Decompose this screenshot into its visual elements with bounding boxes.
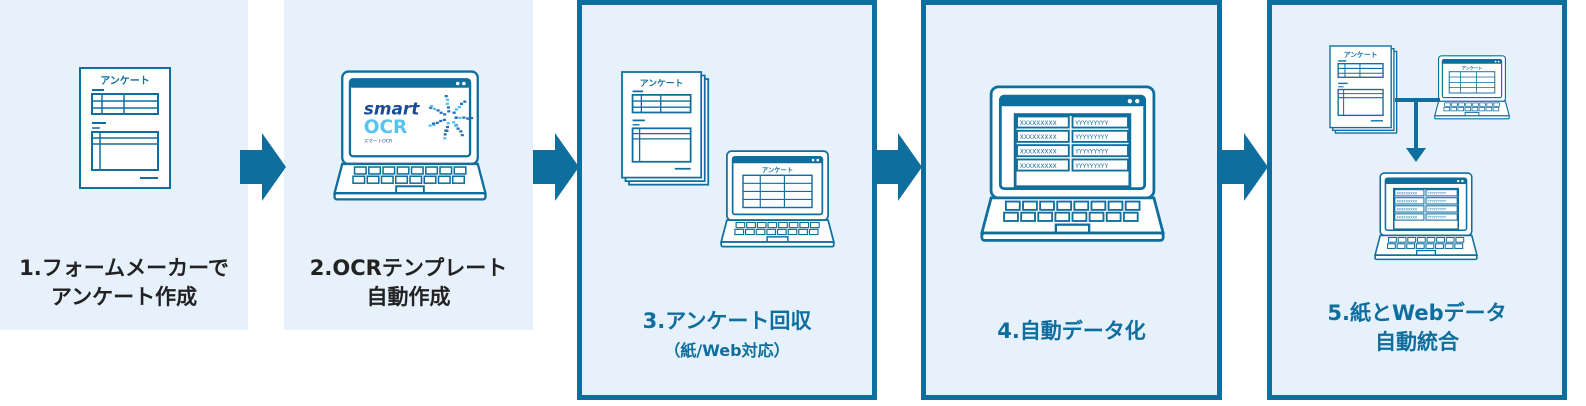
svg-text:アンケート: アンケート [640, 78, 684, 89]
svg-text:XXXXXXXXX: XXXXXXXXX [1396, 199, 1417, 203]
svg-text:XXXXXXXXX: XXXXXXXXX [1396, 207, 1417, 211]
step-5-line2: 自動統合 [1375, 330, 1459, 354]
svg-text:OCR: OCR [364, 117, 407, 138]
svg-text:アンケート: アンケート [100, 75, 150, 87]
svg-text:YYYYYYYYY: YYYYYYYYY [1428, 216, 1447, 220]
svg-text:アンケート: アンケート [1344, 51, 1378, 59]
svg-text:アンケート: アンケート [1462, 64, 1483, 70]
paper-survey-stack-icon: アンケート [1329, 45, 1398, 134]
svg-text:YYYYYYYYY: YYYYYYYYY [1428, 207, 1447, 211]
step-5-line1: 5.紙とWebデータ [1327, 301, 1507, 325]
svg-text:smart: smart [364, 99, 420, 119]
svg-text:スマートOCR: スマートOCR [364, 138, 393, 144]
svg-text:YYYYYYYYY: YYYYYYYYY [1074, 134, 1108, 141]
step-1-panel: 1.フォームメーカーで アンケート作成 [0, 0, 248, 330]
step-3-label: 3.アンケート回収 （紙/Web対応） [582, 307, 872, 365]
svg-text:アンケート: アンケート [762, 166, 793, 174]
laptop-smart-ocr-icon: smart OCR スマートOCR [333, 70, 487, 201]
step-3-line1: 3.アンケート回収 [642, 309, 812, 333]
svg-text:XXXXXXXXX: XXXXXXXXX [1396, 191, 1417, 195]
merge-arrow-icon [1395, 98, 1440, 162]
step-2-panel: 2.OCRテンプレート 自動作成 [284, 0, 533, 330]
laptop-merged-data-icon: XXXXXXXXX YYYYYYYYY XXXXXXXXX YYYYYYYYY … [1374, 172, 1478, 261]
step-5-label: 5.紙とWebデータ 自動統合 [1272, 299, 1562, 357]
step-3-line2: （紙/Web対応） [664, 341, 790, 360]
svg-text:YYYYYYYYY: YYYYYYYYY [1074, 163, 1108, 170]
step-2-line1: 2.OCRテンプレート [309, 256, 508, 280]
svg-text:XXXXXXXXX: XXXXXXXXX [1020, 148, 1057, 155]
step-2-line2: 自動作成 [366, 285, 451, 309]
svg-text:YYYYYYYYY: YYYYYYYYY [1074, 120, 1108, 127]
svg-text:XXXXXXXXX: XXXXXXXXX [1020, 134, 1057, 141]
svg-text:YYYYYYYYY: YYYYYYYYY [1428, 199, 1447, 203]
step-1-line2: アンケート作成 [50, 285, 198, 309]
flow-arrow-icon [240, 133, 286, 201]
svg-text:XXXXXXXXX: XXXXXXXXX [1396, 216, 1417, 220]
svg-text:YYYYYYYYY: YYYYYYYYY [1074, 148, 1108, 155]
flow-arrow-icon [533, 133, 579, 201]
web-survey-laptop-icon: アンケート [1434, 55, 1510, 120]
svg-text:XXXXXXXXX: XXXXXXXXX [1020, 120, 1057, 127]
svg-text:XXXXXXXXX: XXXXXXXXX [1020, 163, 1057, 170]
laptop-data-table-icon: XXXXXXXXX YYYYYYYYY XXXXXXXXX YYYYYYYYY … [980, 85, 1165, 242]
step-2-label: 2.OCRテンプレート 自動作成 [284, 254, 533, 312]
step-4-label: 4.自動データ化 [926, 317, 1217, 346]
survey-document-icon: アンケート [79, 67, 171, 189]
step-1-line1: 1.フォームメーカーで [19, 256, 229, 280]
step-5-panel: 5.紙とWebデータ 自動統合 [1267, 0, 1567, 400]
svg-text:YYYYYYYYY: YYYYYYYYY [1428, 191, 1447, 195]
step-4-line1: 4.自動データ化 [997, 319, 1146, 343]
paper-survey-stack-icon: アンケート [621, 71, 710, 186]
flow-arrow-icon [876, 133, 922, 201]
flow-arrow-icon [1222, 133, 1268, 201]
web-survey-laptop-icon: アンケート [720, 150, 835, 248]
step-1-label: 1.フォームメーカーで アンケート作成 [0, 254, 248, 312]
